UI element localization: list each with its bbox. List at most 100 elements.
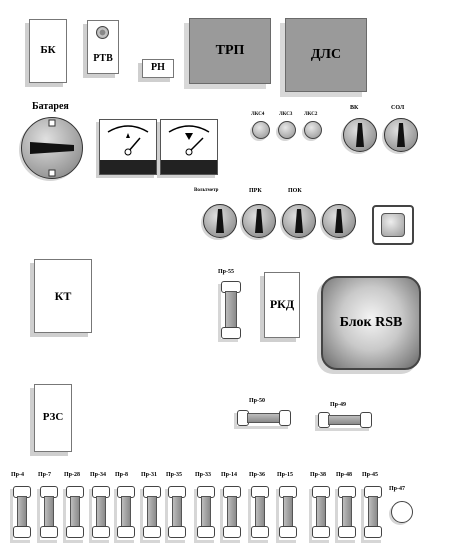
bottom-fuse[interactable] — [251, 486, 271, 540]
bottom-fuse[interactable] — [117, 486, 137, 540]
bottom-fuse-cap-bottom — [197, 526, 215, 538]
bottom-fuse-body — [70, 496, 80, 528]
bottom-fuse-cap-bottom — [338, 526, 356, 538]
pr50-label: Пр-50 — [249, 398, 266, 404]
bottom-fuse-body — [227, 496, 237, 528]
battery-label: Батарея — [32, 101, 69, 112]
bottom-fuse-cap-bottom — [40, 526, 58, 538]
bottom-fuse-cap-bottom — [251, 526, 269, 538]
mid-knob-4[interactable] — [322, 204, 356, 238]
bottom-fuse-label: Пр-36 — [249, 472, 266, 478]
fuse-pr55-cap-bottom — [221, 327, 241, 339]
pr49-label: Пр-49 — [330, 402, 347, 408]
bottom-fuse-cap-bottom — [168, 526, 186, 538]
sol-knob[interactable] — [384, 118, 418, 152]
bottom-fuse[interactable] — [223, 486, 243, 540]
pr47-button[interactable] — [391, 501, 413, 523]
rtv-block[interactable]: РТВ — [87, 20, 119, 74]
bottom-fuse-cap-bottom — [117, 526, 135, 538]
bottom-fuse-label: Пр-45 — [362, 472, 379, 478]
pr47-label: Пр-47 — [389, 486, 406, 492]
vk-pointer-icon — [356, 123, 364, 147]
knob-label-2: ПРК — [249, 188, 262, 194]
knob-label-3: ПОК — [288, 188, 302, 194]
kt-block[interactable]: КТ — [34, 259, 92, 333]
battery-switch-handle-icon — [30, 119, 74, 177]
bottom-fuse-body — [17, 496, 27, 528]
battery-switch[interactable] — [21, 117, 83, 179]
voltmeter-base — [161, 160, 217, 174]
rzs-label: РЗС — [42, 411, 64, 423]
bottom-fuse-label: Пр-4 — [11, 472, 25, 478]
rsb-block[interactable]: Блок RSB — [321, 276, 421, 370]
lamp-2[interactable] — [278, 121, 296, 139]
rkd-block[interactable]: РКД — [264, 272, 300, 338]
bottom-fuse[interactable] — [279, 486, 299, 540]
fuse-pr55-body — [225, 291, 237, 329]
square-button-face — [381, 213, 405, 237]
ammeter-base — [100, 160, 156, 174]
bottom-fuse[interactable] — [197, 486, 217, 540]
mid-knob-2[interactable] — [242, 204, 276, 238]
bottom-fuse[interactable] — [92, 486, 112, 540]
fuse-pr49[interactable] — [318, 412, 372, 428]
fuse-pr50[interactable] — [237, 410, 291, 426]
mid-knob-2-pointer-icon — [255, 209, 263, 233]
bottom-fuse-body — [283, 496, 293, 528]
bottom-fuse-body — [121, 496, 131, 528]
sol-pointer-icon — [397, 123, 405, 147]
sol-label: СОЛ — [391, 105, 405, 111]
lamp-1[interactable] — [252, 121, 270, 139]
bottom-fuse[interactable] — [338, 486, 358, 540]
bottom-fuse-cap-bottom — [364, 526, 382, 538]
bottom-fuse[interactable] — [40, 486, 60, 540]
fuse-pr55[interactable] — [221, 281, 241, 339]
bottom-fuse-label: Пр-8 — [115, 472, 129, 478]
bottom-fuse-label: Пр-48 — [336, 472, 353, 478]
lamp-label-3: ЛКС2 — [304, 112, 318, 117]
bottom-fuse-label: Пр-14 — [221, 472, 238, 478]
bottom-fuse-label: Пр-38 — [310, 472, 327, 478]
mid-knob-4-pointer-icon — [335, 209, 343, 233]
bottom-fuse-cap-bottom — [66, 526, 84, 538]
vk-knob[interactable] — [343, 118, 377, 152]
rtv-lamp — [96, 26, 109, 39]
rn-block[interactable]: РН — [142, 59, 174, 78]
rtv-label: РТВ — [93, 53, 113, 64]
mid-knob-3-pointer-icon — [295, 209, 303, 233]
bottom-fuse-label: Пр-33 — [195, 472, 212, 478]
bottom-fuse-body — [342, 496, 352, 528]
trp-label: ТРП — [215, 43, 245, 58]
trp-block[interactable]: ТРП — [189, 18, 271, 84]
bk-label: БК — [40, 44, 56, 56]
dls-block[interactable]: ДЛС — [285, 18, 367, 92]
bottom-fuse[interactable] — [66, 486, 86, 540]
mid-knob-1-pointer-icon — [216, 209, 224, 233]
bottom-fuse-body — [368, 496, 378, 528]
bottom-fuse-cap-bottom — [279, 526, 297, 538]
bottom-fuse-body — [172, 496, 182, 528]
bottom-fuse[interactable] — [143, 486, 163, 540]
square-button[interactable] — [372, 205, 414, 245]
bottom-fuse-label: Пр-15 — [277, 472, 294, 478]
bottom-fuse-cap-bottom — [92, 526, 110, 538]
bottom-fuse-body — [201, 496, 211, 528]
bottom-fuse[interactable] — [364, 486, 384, 540]
bottom-fuse[interactable] — [312, 486, 332, 540]
bottom-fuse-body — [147, 496, 157, 528]
bk-block[interactable]: БК — [29, 19, 67, 83]
lamp-label-2: ЛКС3 — [279, 112, 293, 117]
rn-label: РН — [151, 62, 165, 73]
fuse-pr50-body — [247, 413, 281, 423]
bottom-fuse-label: Пр-35 — [166, 472, 183, 478]
mid-knob-3[interactable] — [282, 204, 316, 238]
bottom-fuse[interactable] — [13, 486, 33, 540]
fuse-pr49-cap-right — [360, 412, 372, 428]
fuse-pr50-cap-right — [279, 410, 291, 426]
voltmeter — [160, 119, 218, 175]
rzs-block[interactable]: РЗС — [34, 384, 72, 452]
mid-knob-1[interactable] — [203, 204, 237, 238]
bottom-fuse[interactable] — [168, 486, 188, 540]
lamp-3[interactable] — [304, 121, 322, 139]
bottom-fuse-label: Пр-34 — [90, 472, 107, 478]
